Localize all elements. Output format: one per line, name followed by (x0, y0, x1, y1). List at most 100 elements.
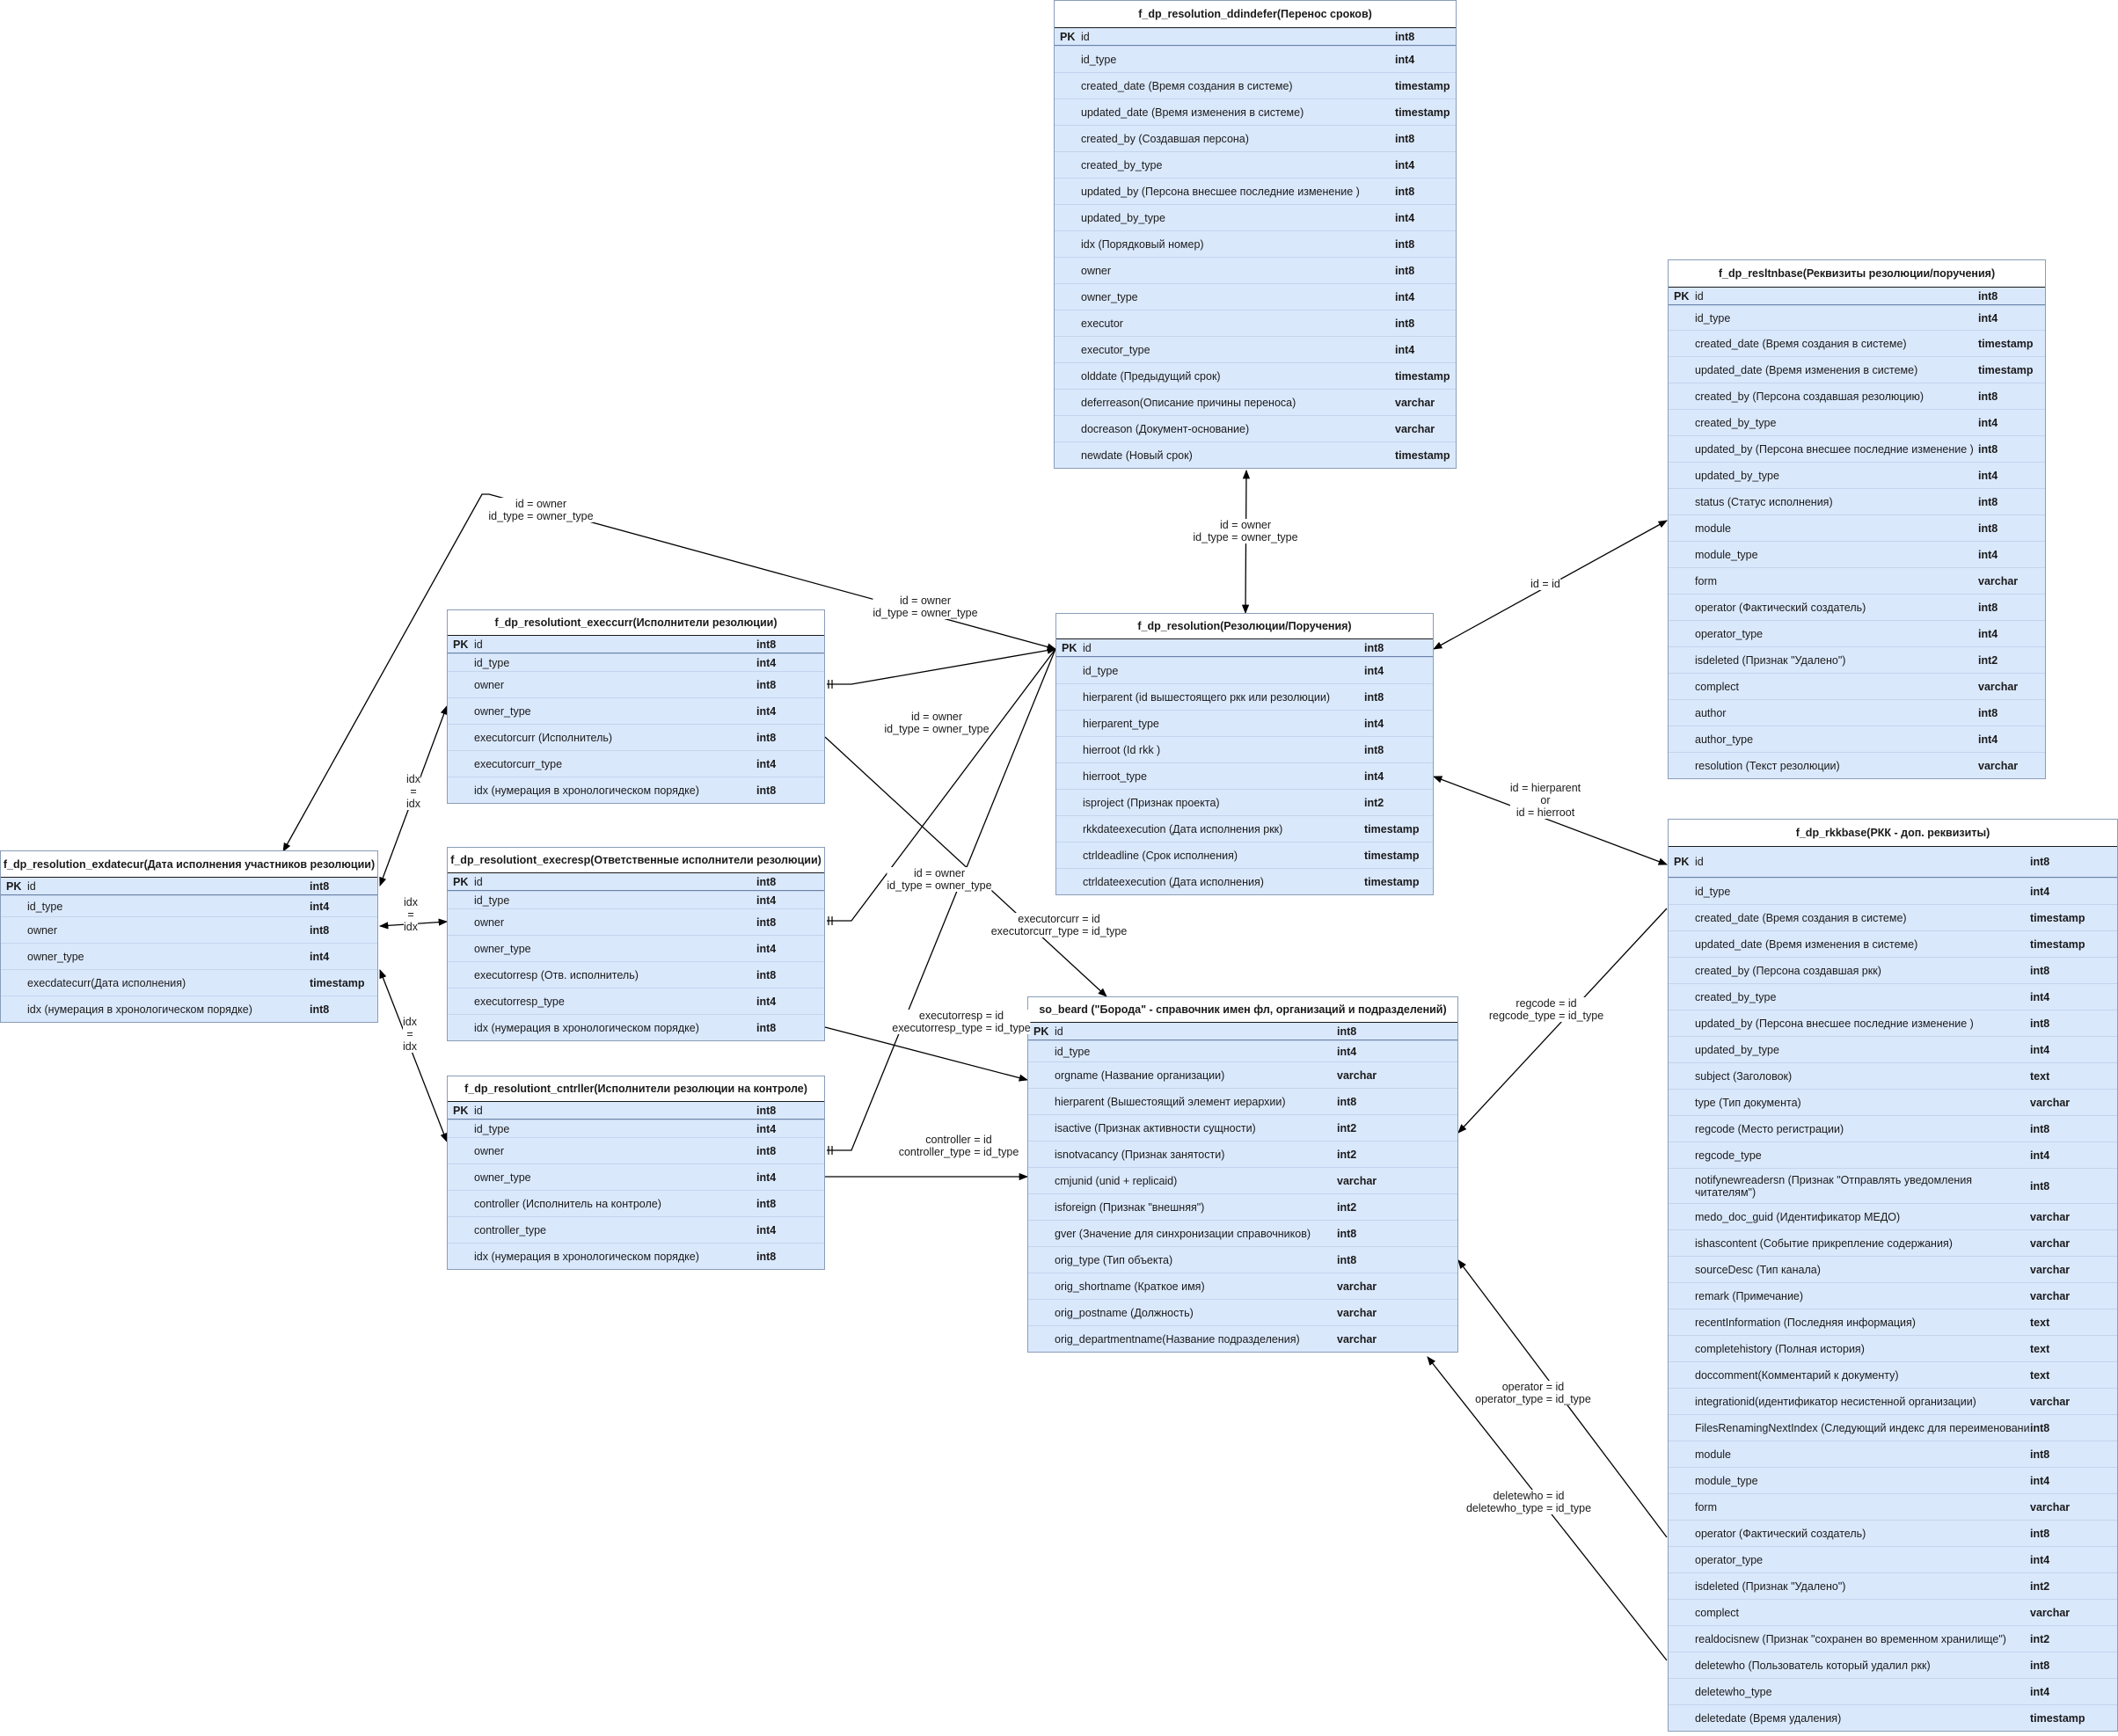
column-row[interactable]: orig_shortname (Краткое имя)varchar (1028, 1273, 1457, 1299)
column-row[interactable]: doccomment(Комментарий к документу)text (1669, 1361, 2117, 1388)
column-row[interactable]: updated_by (Персона внесшее последние из… (1055, 178, 1456, 204)
column-row[interactable]: updated_date (Время изменения в системе)… (1669, 356, 2045, 383)
column-row[interactable]: isproject (Признак проекта)int2 (1056, 789, 1433, 815)
column-row[interactable]: status (Статус исполнения)int8 (1669, 488, 2045, 514)
table-resltnbase[interactable]: f_dp_resltnbase(Реквизиты резолюции/пору… (1668, 259, 2046, 779)
column-row[interactable]: completehistory (Полная история)text (1669, 1335, 2117, 1361)
column-row[interactable]: controller (Исполнитель на контроле)int8 (448, 1190, 824, 1216)
column-row[interactable]: ctrldateexecution (Дата исполнения)times… (1056, 868, 1433, 894)
column-row[interactable]: operator (Фактический создатель)int8 (1669, 1520, 2117, 1546)
column-row[interactable]: created_date (Время создания в системе)t… (1669, 330, 2045, 356)
table-exdatecur[interactable]: f_dp_resolution_exdatecur(Дата исполнени… (0, 850, 378, 1023)
column-row[interactable]: type (Тип документа)varchar (1669, 1089, 2117, 1115)
column-row[interactable]: cmjunid (unid + replicaid)varchar (1028, 1167, 1457, 1193)
column-row[interactable]: medo_doc_guid (Идентификатор МЕДО)varcha… (1669, 1203, 2117, 1229)
column-row[interactable]: hierroot (Id rkk )int8 (1056, 736, 1433, 762)
table-execresp[interactable]: f_dp_resolutiont_execresp(Ответственные … (447, 847, 825, 1041)
column-row[interactable]: isdeleted (Признак "Удалено")int2 (1669, 646, 2045, 673)
column-row[interactable]: isforeign (Признак "внешняя")int2 (1028, 1193, 1457, 1220)
column-row[interactable]: subject (Заголовок)text (1669, 1062, 2117, 1089)
column-row[interactable]: docreason (Документ-основание)varchar (1055, 415, 1456, 441)
column-row[interactable]: orig_type (Тип объекта)int8 (1028, 1246, 1457, 1273)
column-row[interactable]: regcode (Место регистрации)int8 (1669, 1115, 2117, 1142)
column-row[interactable]: orig_departmentname(Название подразделен… (1028, 1325, 1457, 1352)
column-row[interactable]: isnotvacancy (Признак занятости)int2 (1028, 1141, 1457, 1167)
column-row[interactable]: integrationid(идентификатор несистенной … (1669, 1388, 2117, 1414)
column-row[interactable]: orig_postname (Должность)varchar (1028, 1299, 1457, 1325)
table-execcurr[interactable]: f_dp_resolutiont_execcurr(Исполнители ре… (447, 609, 825, 804)
column-row[interactable]: sourceDesc (Тип канала)varchar (1669, 1256, 2117, 1282)
column-row[interactable]: idx (нумерация в хронологическом порядке… (448, 1014, 824, 1040)
column-row[interactable]: idx (Порядковый номер)int8 (1055, 230, 1456, 257)
column-row[interactable]: isdeleted (Признак "Удалено")int2 (1669, 1572, 2117, 1599)
column-row[interactable]: executorresp (Отв. исполнитель)int8 (448, 961, 824, 988)
column-row[interactable]: isactive (Признак активности сущности)in… (1028, 1114, 1457, 1141)
column-row[interactable]: FilesRenamingNextIndex (Следующий индекс… (1669, 1414, 2117, 1441)
column-row[interactable]: ctrldeadline (Срок исполнения)timestamp (1056, 842, 1433, 868)
column-row[interactable]: deferreason(Описание причины переноса)va… (1055, 389, 1456, 415)
column-row[interactable]: remark (Примечание)varchar (1669, 1282, 2117, 1309)
column-row[interactable]: created_date (Время создания в системе)t… (1055, 72, 1456, 98)
column-row[interactable]: deletewho (Пользователь который удалил р… (1669, 1652, 2117, 1678)
column-row[interactable]: created_by (Создавшая персона)int8 (1055, 125, 1456, 151)
column-row[interactable]: operator (Фактический создатель)int8 (1669, 594, 2045, 620)
column-row[interactable]: olddate (Предыдущий срок)timestamp (1055, 362, 1456, 389)
column-row[interactable]: realdocisnew (Признак "сохранен во време… (1669, 1625, 2117, 1652)
column-row[interactable]: idx (нумерация в хронологическом порядке… (1, 996, 377, 1022)
column-row[interactable]: newdate (Новый срок)timestamp (1055, 441, 1456, 468)
column-row[interactable]: gver (Значение для синхронизации справоч… (1028, 1220, 1457, 1246)
column-row[interactable]: notifynewreadersn (Признак "Отправлять у… (1669, 1168, 2117, 1203)
column-row[interactable]: hierparent (Вышестоящий элемент иерархии… (1028, 1088, 1457, 1114)
column-row[interactable]: execdatecurr(Дата исполнения)timestamp (1, 969, 377, 996)
column-row[interactable]: executorcurr (Исполнитель)int8 (448, 724, 824, 750)
table-beard[interactable]: so_beard ("Борода" - справочник имен фл,… (1027, 996, 1458, 1353)
column-row[interactable]: idx (нумерация в хронологическом порядке… (448, 1243, 824, 1269)
column-row[interactable]: ishascontent (Событие прикрепление содер… (1669, 1229, 2117, 1256)
